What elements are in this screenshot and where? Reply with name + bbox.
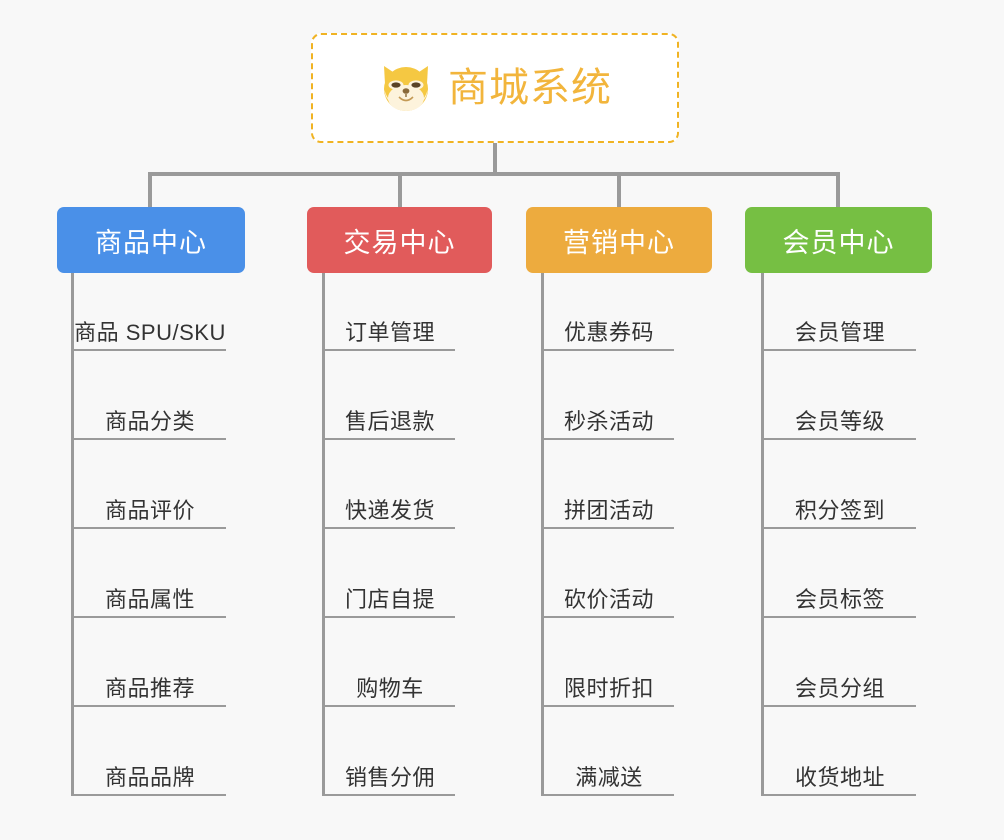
leaf-label: 砍价活动 bbox=[563, 586, 654, 612]
connector-drop-4 bbox=[836, 172, 840, 208]
list-item[interactable]: 订单管理 bbox=[325, 273, 455, 351]
leaf-column-4: 会员管理 会员等级 积分签到 会员标签 会员分组 收货地址 bbox=[761, 273, 916, 796]
leaf-column-2: 订单管理 售后退款 快递发货 门店自提 购物车 销售分佣 bbox=[322, 273, 455, 796]
leaf-label: 会员标签 bbox=[794, 586, 885, 612]
leaf-label: 满减送 bbox=[575, 764, 643, 790]
list-item[interactable]: 积分签到 bbox=[764, 440, 916, 529]
list-item[interactable]: 商品属性 bbox=[74, 529, 226, 618]
leaf-label: 门店自提 bbox=[344, 586, 435, 612]
connector-drop-1 bbox=[148, 172, 152, 208]
list-item[interactable]: 满减送 bbox=[544, 707, 674, 796]
category-label: 交易中心 bbox=[343, 227, 456, 258]
list-item[interactable]: 商品 SPU/SKU bbox=[74, 273, 226, 351]
leaf-label: 会员管理 bbox=[794, 319, 885, 345]
category-label: 营销中心 bbox=[563, 227, 675, 258]
list-item[interactable]: 会员等级 bbox=[764, 351, 916, 440]
category-label: 会员中心 bbox=[782, 227, 895, 258]
leaf-label: 商品分类 bbox=[104, 408, 195, 434]
root-title: 商城系统 bbox=[448, 66, 612, 110]
list-item[interactable]: 商品分类 bbox=[74, 351, 226, 440]
leaf-label: 订单管理 bbox=[344, 319, 435, 345]
list-item[interactable]: 秒杀活动 bbox=[544, 351, 674, 440]
list-item[interactable]: 销售分佣 bbox=[325, 707, 455, 796]
leaf-label: 限时折扣 bbox=[563, 675, 654, 701]
leaf-label: 商品推荐 bbox=[104, 675, 195, 701]
list-item[interactable]: 限时折扣 bbox=[544, 618, 674, 707]
category-box-会员中心[interactable]: 会员中心 bbox=[745, 207, 932, 273]
list-item[interactable]: 优惠券码 bbox=[544, 273, 674, 351]
list-item[interactable]: 商品推荐 bbox=[74, 618, 226, 707]
leaf-label: 商品 SPU/SKU bbox=[74, 319, 226, 345]
list-item[interactable]: 商品评价 bbox=[74, 440, 226, 529]
connector-drop-2 bbox=[398, 172, 402, 208]
list-item[interactable]: 砍价活动 bbox=[544, 529, 674, 618]
leaf-label: 快递发货 bbox=[344, 497, 435, 523]
connector-root-stem bbox=[493, 143, 497, 174]
list-item[interactable]: 商品品牌 bbox=[74, 707, 226, 796]
list-item[interactable]: 售后退款 bbox=[325, 351, 455, 440]
category-box-交易中心[interactable]: 交易中心 bbox=[307, 207, 492, 273]
leaf-label: 秒杀活动 bbox=[563, 408, 654, 434]
list-item[interactable]: 会员标签 bbox=[764, 529, 916, 618]
leaf-label: 会员分组 bbox=[794, 675, 885, 701]
leaf-label: 商品评价 bbox=[104, 497, 195, 523]
leaf-label: 积分签到 bbox=[794, 497, 885, 523]
list-item[interactable]: 收货地址 bbox=[764, 707, 916, 796]
list-item[interactable]: 会员管理 bbox=[764, 273, 916, 351]
list-item[interactable]: 门店自提 bbox=[325, 529, 455, 618]
root-node[interactable]: 商城系统 bbox=[311, 33, 679, 143]
category-label: 商品中心 bbox=[95, 227, 207, 258]
leaf-label: 售后退款 bbox=[344, 408, 435, 434]
leaf-column-1: 商品 SPU/SKU 商品分类 商品评价 商品属性 商品推荐 商品品牌 bbox=[71, 273, 226, 796]
leaf-column-3: 优惠券码 秒杀活动 拼团活动 砍价活动 限时折扣 满减送 bbox=[541, 273, 674, 796]
leaf-label: 购物车 bbox=[356, 675, 424, 701]
leaf-label: 收货地址 bbox=[794, 764, 885, 790]
list-item[interactable]: 拼团活动 bbox=[544, 440, 674, 529]
connector-horizontal-bus bbox=[150, 172, 840, 176]
leaf-label: 会员等级 bbox=[794, 408, 885, 434]
list-item[interactable]: 会员分组 bbox=[764, 618, 916, 707]
leaf-label: 商品属性 bbox=[104, 586, 195, 612]
leaf-label: 销售分佣 bbox=[344, 764, 435, 790]
leaf-label: 拼团活动 bbox=[563, 497, 654, 523]
category-box-营销中心[interactable]: 营销中心 bbox=[526, 207, 712, 273]
list-item[interactable]: 购物车 bbox=[325, 618, 455, 707]
shiba-dog-icon bbox=[384, 66, 428, 111]
leaf-label: 优惠券码 bbox=[563, 319, 654, 345]
list-item[interactable]: 快递发货 bbox=[325, 440, 455, 529]
category-box-商品中心[interactable]: 商品中心 bbox=[57, 207, 245, 273]
connector-drop-3 bbox=[617, 172, 621, 208]
leaf-label: 商品品牌 bbox=[104, 764, 195, 790]
